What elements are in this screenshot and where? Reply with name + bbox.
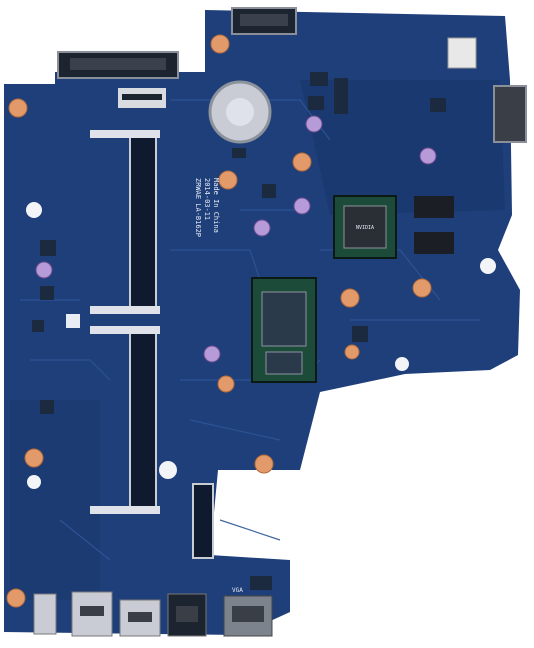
silk-made-in: Made In China bbox=[212, 178, 220, 233]
ram-slot-2-clip-top bbox=[90, 326, 160, 334]
pcb-shadow-region bbox=[300, 80, 505, 215]
small-ics bbox=[32, 72, 446, 590]
cmos-battery-center bbox=[226, 98, 254, 126]
flex-connector-slot bbox=[122, 94, 162, 100]
vga-port-opening bbox=[232, 606, 264, 622]
io-ports bbox=[33, 591, 273, 637]
cpu-pch-die bbox=[265, 351, 303, 375]
vram-chip bbox=[414, 196, 454, 218]
cpu-die bbox=[261, 291, 307, 347]
sata-connector-inner bbox=[70, 58, 166, 70]
mounting-pads bbox=[6, 34, 432, 608]
usb-port-2-slot bbox=[128, 612, 152, 622]
ram-slot-2-clip-bottom bbox=[90, 506, 160, 514]
silk-model: ZRWAE LA-B162P bbox=[194, 178, 202, 237]
audio-jack bbox=[33, 593, 57, 635]
ram-slot-2 bbox=[129, 331, 157, 509]
flex-connector-small bbox=[66, 314, 80, 328]
ram-slot-1-clip-top bbox=[90, 130, 160, 138]
usb-port-1-slot bbox=[80, 606, 104, 616]
ram-slot-1-clip-bottom bbox=[90, 306, 160, 314]
vram-chip bbox=[414, 232, 454, 254]
ram-slot-1 bbox=[129, 135, 157, 309]
gpu-marking: NVIDIA bbox=[356, 225, 374, 231]
power-connector bbox=[493, 85, 527, 143]
mounting-holes bbox=[26, 202, 496, 489]
gpu-die bbox=[343, 205, 387, 249]
ethernet-port-opening bbox=[176, 606, 198, 622]
capacitors bbox=[35, 115, 437, 363]
top-connector-inner bbox=[240, 14, 288, 26]
silk-vga-label: VGA bbox=[232, 587, 243, 594]
m2-slot bbox=[192, 483, 214, 559]
fan-connector bbox=[447, 37, 477, 69]
silk-date: 2014-03-11 bbox=[203, 178, 211, 220]
silkscreen-text: ZRWAE LA-B162P 2014-03-11 Made In China bbox=[194, 178, 220, 237]
pcb-shadow-region bbox=[10, 400, 100, 600]
